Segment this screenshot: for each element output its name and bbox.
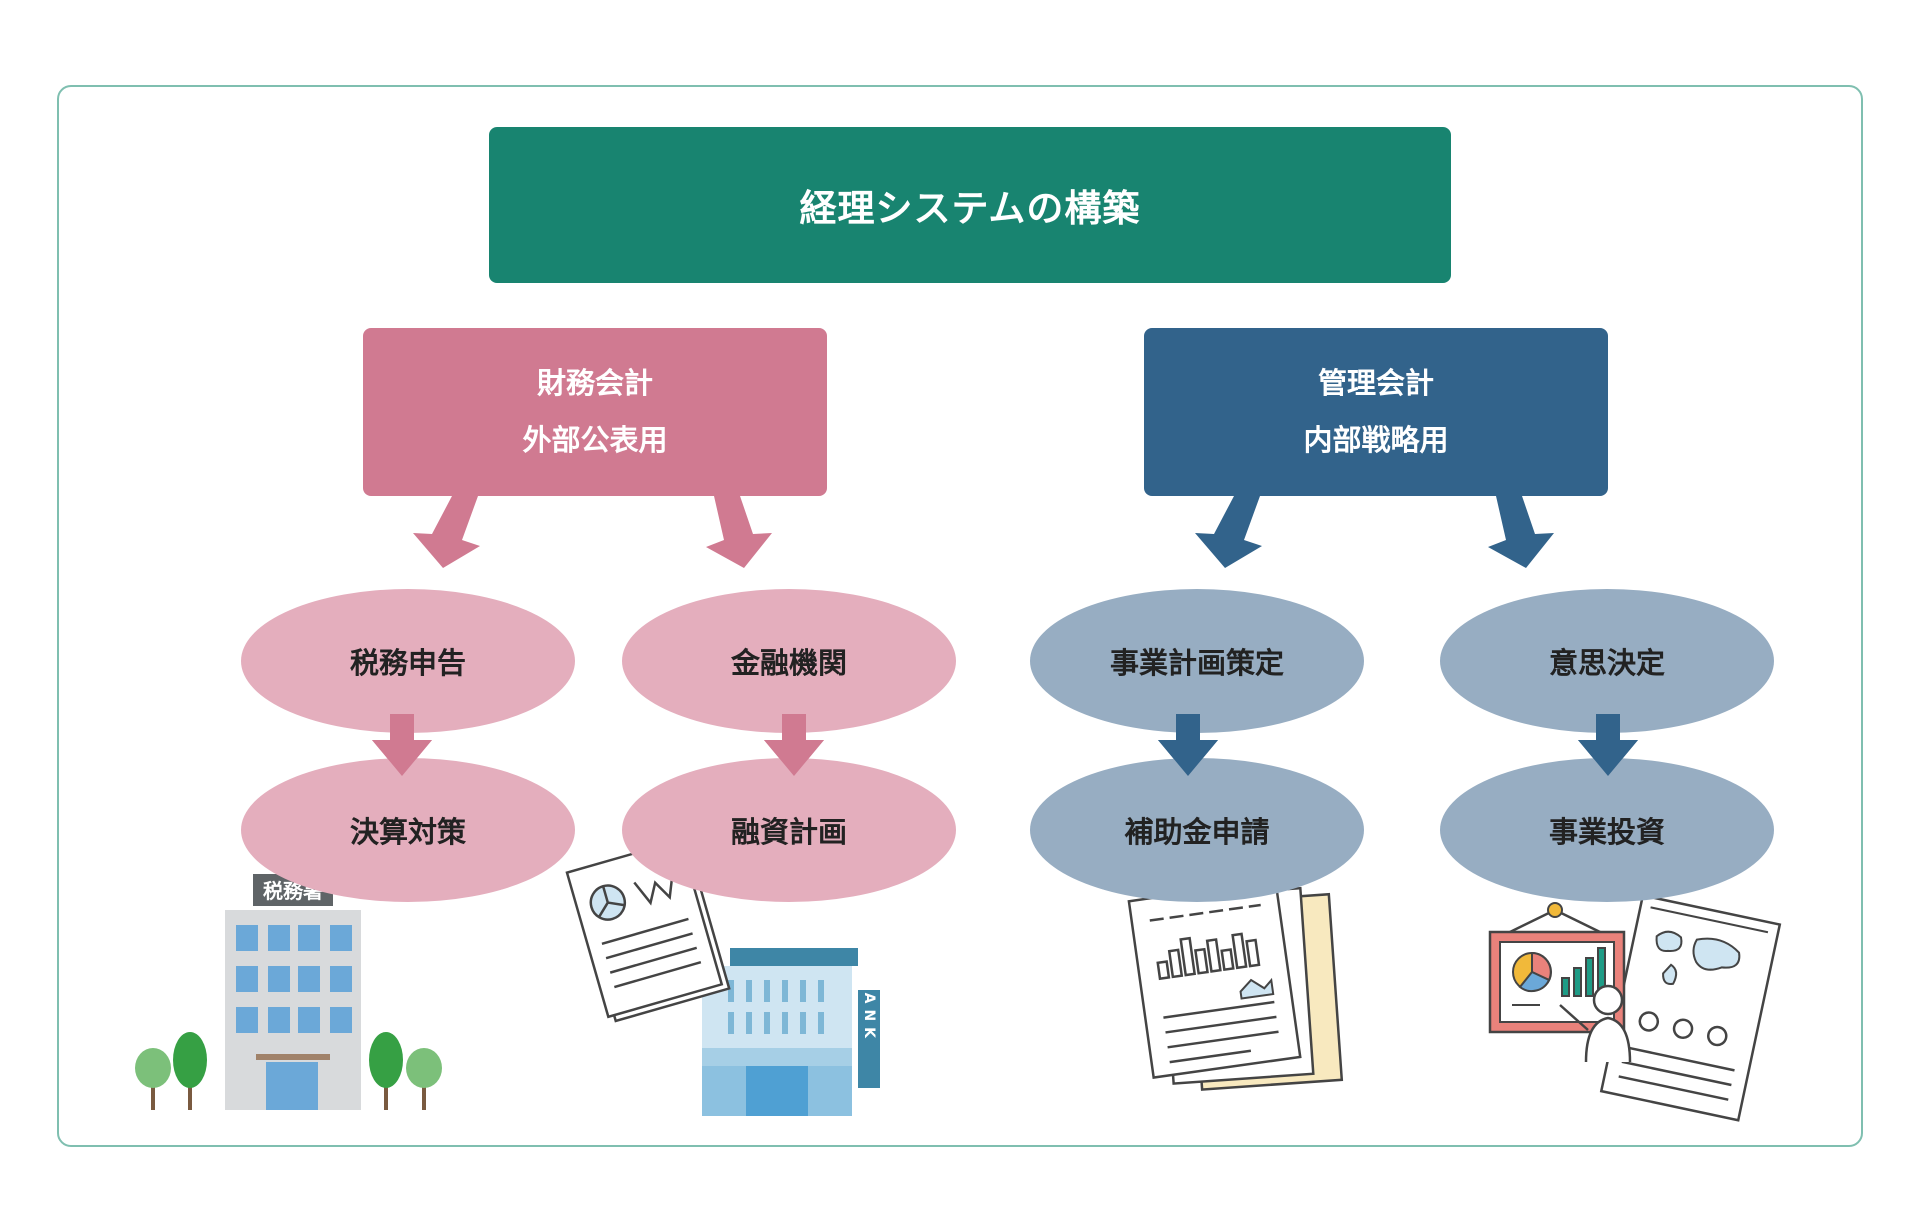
- branch-financial-purpose: 外部公表用: [522, 423, 668, 457]
- node-financial-institutions: 金融機関: [622, 589, 956, 733]
- node-business-investment: 事業投資: [1440, 758, 1774, 902]
- node-subsidy-application: 補助金申請: [1030, 758, 1364, 902]
- arrow-down-icon: [413, 496, 772, 568]
- node-subsidy-application-label: 補助金申請: [1124, 815, 1270, 849]
- node-business-planning: 事業計画策定: [1030, 589, 1364, 733]
- node-decision-making: 意思決定: [1440, 589, 1774, 733]
- bank-building-icon: BANK: [702, 948, 880, 1116]
- branch-management-accounting: 管理会計 内部戦略用: [1144, 328, 1608, 496]
- node-business-investment-label: 事業投資: [1548, 815, 1665, 849]
- tree-icon: [135, 1032, 442, 1110]
- node-tax-filing: 税務申告: [241, 589, 575, 733]
- node-financing-plan-label: 融資計画: [730, 815, 847, 849]
- node-decision-making-label: 意思決定: [1548, 646, 1665, 680]
- branch-financial-accounting: 財務会計 外部公表用: [363, 328, 827, 496]
- map-document-icon: [1599, 893, 1782, 1122]
- node-financial-institutions-label: 金融機関: [730, 646, 847, 680]
- node-tax-filing-label: 税務申告: [349, 646, 466, 680]
- node-financing-plan: 融資計画: [622, 758, 956, 902]
- diagram-title: 経理システムの構築: [489, 127, 1451, 283]
- node-business-planning-label: 事業計画策定: [1109, 646, 1284, 680]
- branch-management-name: 管理会計: [1317, 366, 1434, 400]
- node-settlement-measures-label: 決算対策: [349, 815, 466, 849]
- arrow-down-icon: [1195, 496, 1554, 568]
- bank-sign: BANK: [861, 976, 877, 1044]
- report-documents-icon: [1127, 879, 1344, 1091]
- branch-management-purpose: 内部戦略用: [1303, 423, 1449, 457]
- tax-office-building-icon: 税務署: [225, 874, 361, 1110]
- diagram-frame: [57, 85, 1863, 1147]
- presentation-board-icon: [1488, 902, 1632, 1063]
- node-settlement-measures: 決算対策: [241, 758, 575, 902]
- branch-financial-name: 財務会計: [536, 366, 653, 400]
